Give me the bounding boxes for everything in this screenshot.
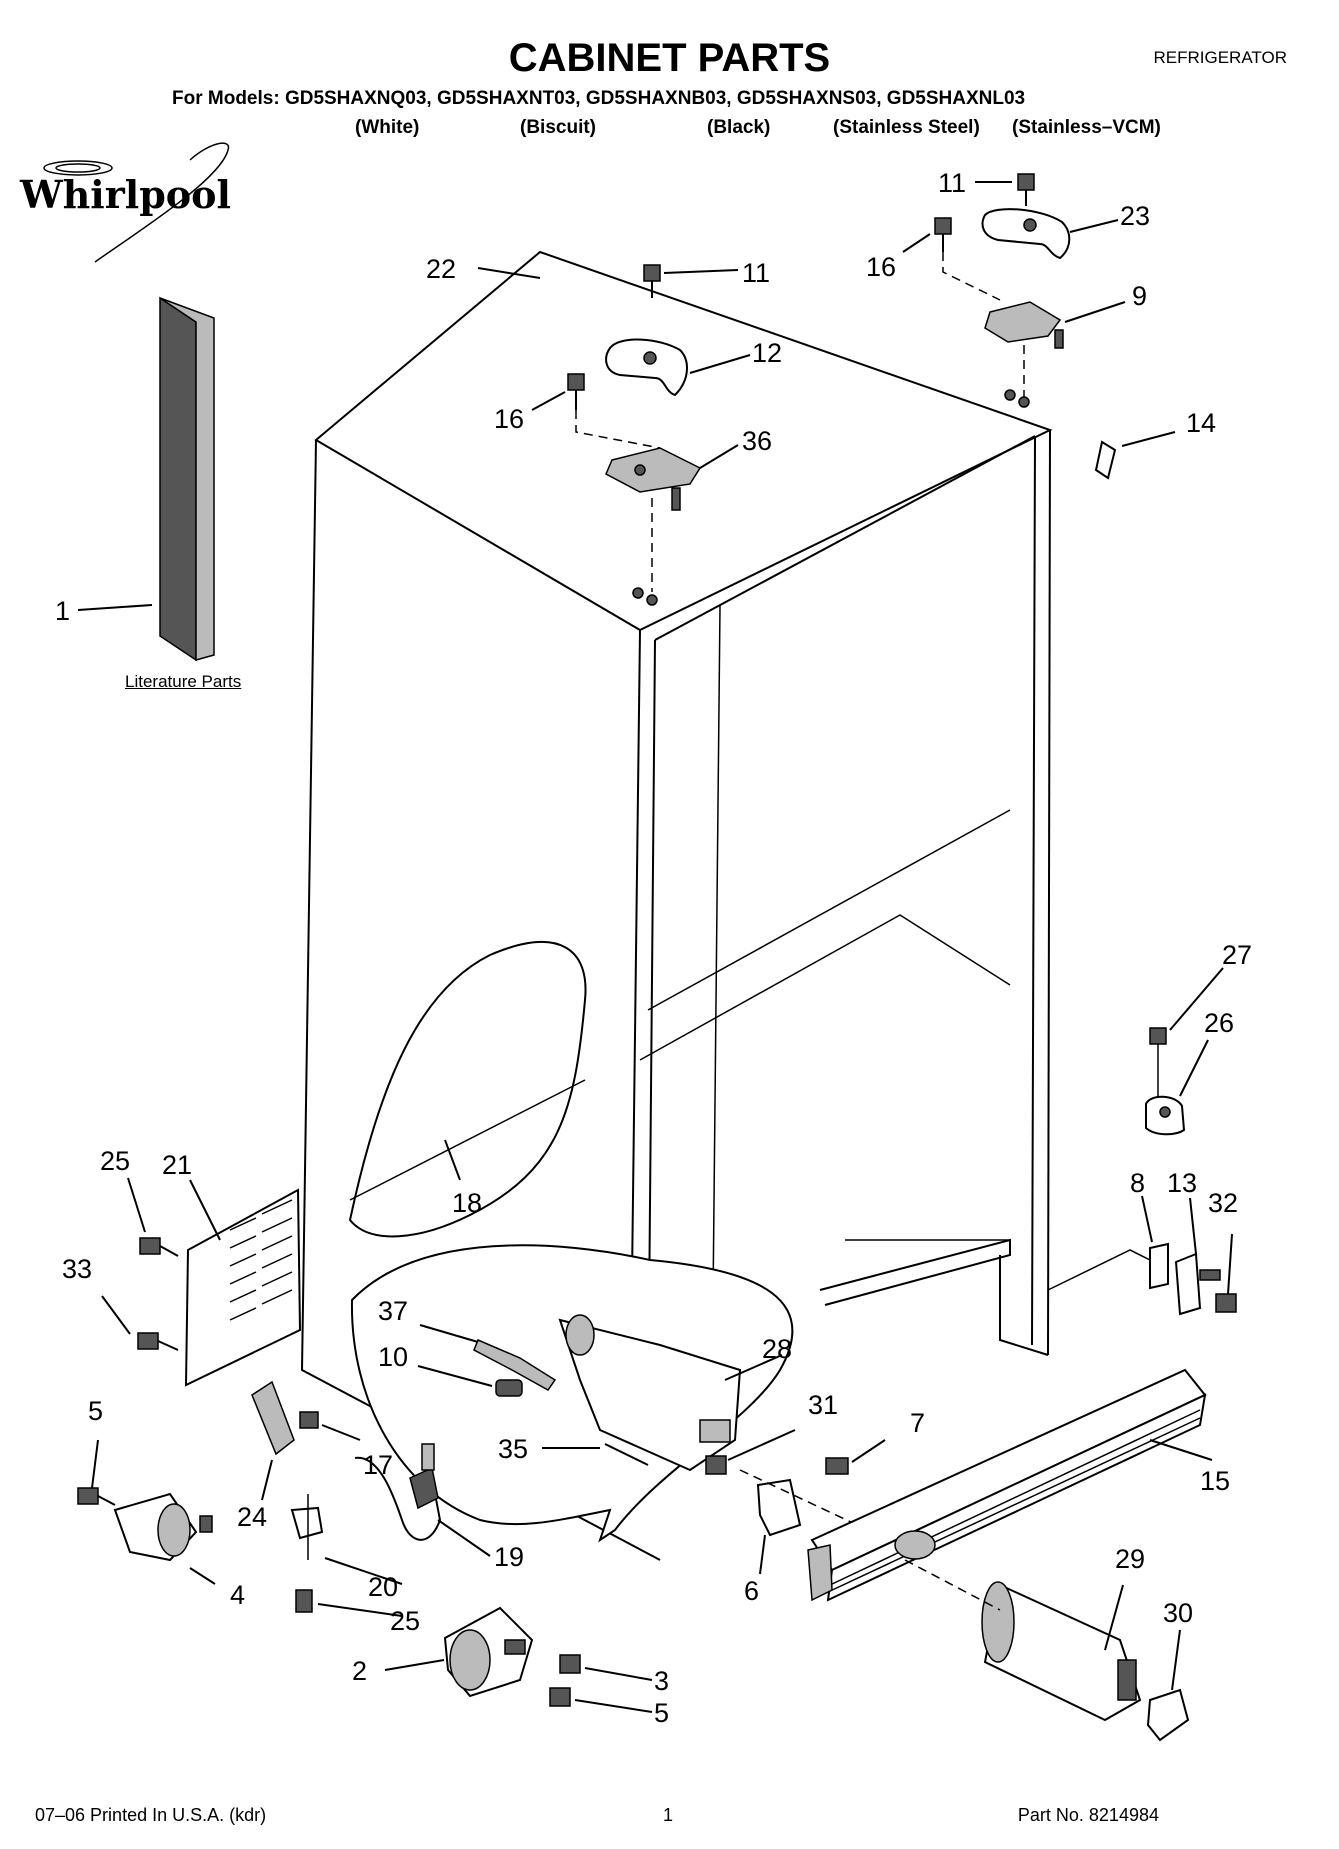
screw-5-b bbox=[549, 1687, 571, 1707]
callout-27: 27 bbox=[1222, 940, 1252, 970]
vent-panel-21 bbox=[184, 1188, 302, 1387]
callout-36: 36 bbox=[742, 426, 772, 456]
roller-4 bbox=[113, 1492, 213, 1562]
callout-1: 1 bbox=[55, 596, 70, 626]
base-grille-15 bbox=[807, 1368, 1207, 1602]
bracket-24 bbox=[251, 1380, 295, 1456]
finish-stainless-steel: (Stainless Steel) bbox=[833, 117, 980, 138]
filter-housing-28 bbox=[558, 1314, 742, 1472]
clamp-20 bbox=[290, 1494, 324, 1560]
callout-16-b: 16 bbox=[866, 252, 896, 282]
literature-parts-label: Literature Parts bbox=[125, 672, 242, 691]
filter-cap-30 bbox=[1146, 1688, 1190, 1742]
finish-stainless-vcm: (Stainless–VCM) bbox=[1012, 117, 1161, 138]
bracket-13 bbox=[1174, 1252, 1221, 1316]
cutaway-upper bbox=[348, 941, 587, 1238]
callout-32: 32 bbox=[1208, 1188, 1238, 1218]
callout-5-b: 5 bbox=[654, 1698, 669, 1728]
screw-7 bbox=[825, 1457, 849, 1475]
hinge-cover-23 bbox=[981, 208, 1071, 260]
clip-6 bbox=[756, 1478, 802, 1537]
screw-5-a bbox=[77, 1487, 116, 1506]
tube-19 bbox=[354, 1443, 442, 1541]
callout-11-b: 11 bbox=[938, 168, 966, 198]
screw-31 bbox=[705, 1455, 727, 1475]
callout-22: 22 bbox=[426, 254, 456, 284]
footer-page-number: 1 bbox=[663, 1805, 674, 1825]
tube-35 bbox=[604, 1443, 649, 1466]
callout-21: 21 bbox=[162, 1150, 192, 1180]
brand-logo: Whirlpool bbox=[20, 172, 231, 217]
callout-31: 31 bbox=[808, 1390, 838, 1420]
finish-black: (Black) bbox=[707, 117, 771, 138]
callout-17: 17 bbox=[363, 1450, 393, 1480]
callout-6: 6 bbox=[744, 1576, 759, 1606]
pin-37 bbox=[473, 1339, 557, 1391]
callout-16-a: 16 bbox=[494, 404, 524, 434]
finish-biscuit: (Biscuit) bbox=[520, 117, 596, 138]
callout-28: 28 bbox=[762, 1334, 792, 1364]
water-filter-29 bbox=[981, 1581, 1142, 1722]
callout-15: 15 bbox=[1200, 1466, 1230, 1496]
leader-lines bbox=[77, 181, 1233, 1713]
screw-33 bbox=[137, 1332, 179, 1351]
screw-16-b bbox=[934, 217, 952, 252]
screw-11-a bbox=[643, 264, 661, 298]
callout-labels: 22 11 12 16 36 11 23 16 9 14 1 27 26 25 … bbox=[55, 168, 1252, 1728]
callout-37: 37 bbox=[378, 1296, 408, 1326]
screw-25-b bbox=[295, 1589, 313, 1613]
callout-20: 20 bbox=[368, 1572, 398, 1602]
callout-5-a: 5 bbox=[88, 1396, 103, 1426]
callout-30: 30 bbox=[1163, 1598, 1193, 1628]
callout-29: 29 bbox=[1115, 1544, 1145, 1574]
hinge-roller-2 bbox=[443, 1606, 534, 1698]
screw-17 bbox=[299, 1411, 319, 1429]
callout-11-a: 11 bbox=[742, 258, 770, 288]
callout-4: 4 bbox=[230, 1580, 245, 1610]
screw-32 bbox=[1215, 1293, 1237, 1313]
literature-booklet bbox=[159, 296, 215, 662]
callout-8: 8 bbox=[1130, 1168, 1145, 1198]
screw-27 bbox=[1149, 1027, 1167, 1100]
callout-25-b: 25 bbox=[390, 1606, 420, 1636]
bracket-8 bbox=[1149, 1242, 1169, 1290]
models-line: For Models: GD5SHAXNQ03, GD5SHAXNT03, GD… bbox=[172, 88, 1026, 109]
hinge-cover-12 bbox=[605, 338, 688, 397]
brand-swirl-icon bbox=[43, 142, 230, 263]
screw-25-a bbox=[139, 1237, 179, 1257]
hinge-plate-9 bbox=[984, 301, 1064, 349]
cap-10 bbox=[495, 1379, 523, 1397]
callout-25-a: 25 bbox=[100, 1146, 130, 1176]
callout-18: 18 bbox=[452, 1188, 482, 1218]
callout-14: 14 bbox=[1186, 408, 1216, 438]
clip-14 bbox=[1094, 440, 1117, 480]
callout-10: 10 bbox=[378, 1342, 408, 1372]
callout-12: 12 bbox=[752, 338, 782, 368]
callout-9: 9 bbox=[1132, 281, 1147, 311]
callout-23: 23 bbox=[1120, 201, 1150, 231]
callout-13: 13 bbox=[1167, 1168, 1197, 1198]
callout-33: 33 bbox=[62, 1254, 92, 1284]
callout-24: 24 bbox=[237, 1502, 267, 1532]
footer-printed: 07–06 Printed In U.S.A. (kdr) bbox=[35, 1805, 267, 1825]
screw-16-a bbox=[567, 373, 585, 410]
callout-35: 35 bbox=[498, 1434, 528, 1464]
bracket-26 bbox=[1145, 1095, 1186, 1136]
product-category: REFRIGERATOR bbox=[1153, 48, 1288, 67]
screw-3 bbox=[559, 1654, 581, 1674]
footer-part-number: Part No. 8214984 bbox=[1017, 1805, 1159, 1825]
callout-19: 19 bbox=[494, 1542, 524, 1572]
callout-26: 26 bbox=[1204, 1008, 1234, 1038]
callout-7: 7 bbox=[910, 1408, 925, 1438]
callout-2: 2 bbox=[352, 1656, 367, 1686]
page-title: CABINET PARTS bbox=[508, 36, 831, 80]
finish-white: (White) bbox=[355, 117, 420, 138]
callout-3: 3 bbox=[654, 1666, 669, 1696]
screw-11-b bbox=[1017, 173, 1035, 206]
